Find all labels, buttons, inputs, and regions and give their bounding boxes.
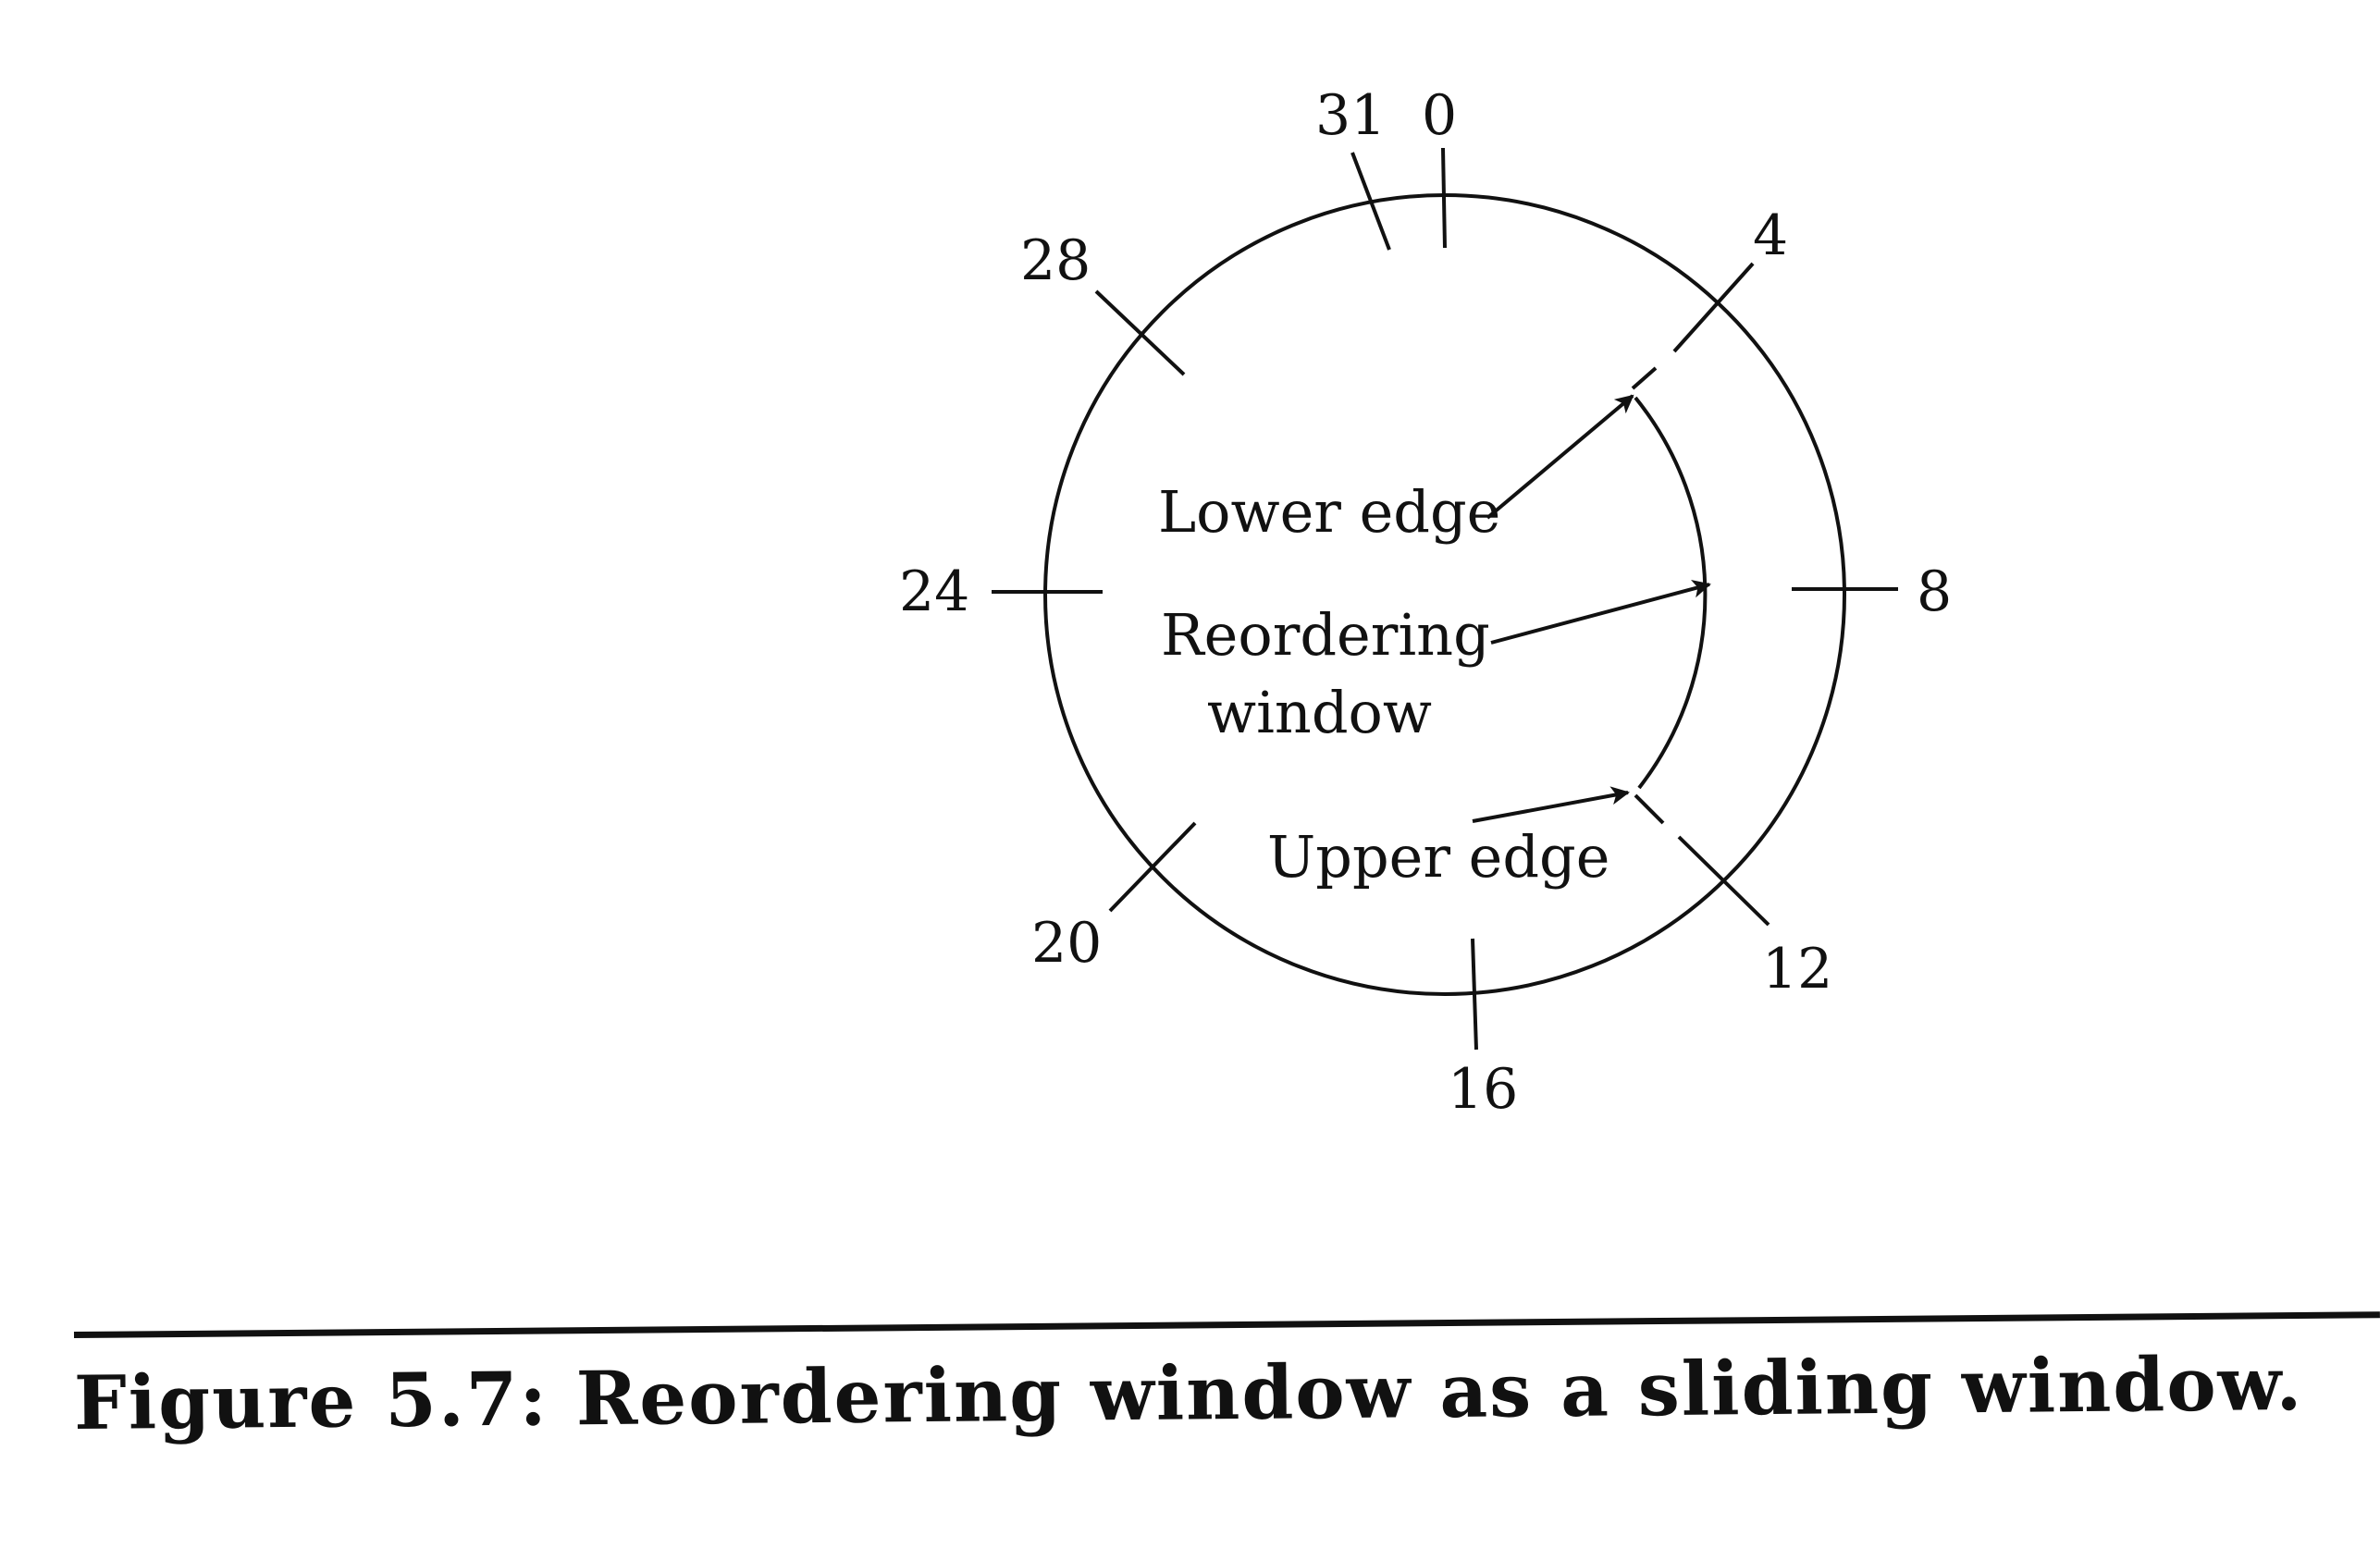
tick-4: [1672, 262, 1755, 353]
tick-31: [1350, 152, 1391, 251]
lower-edge-arrow: [1486, 394, 1634, 520]
tick-label-28: 28: [1020, 228, 1091, 293]
tick-label-31: 31: [1315, 83, 1386, 148]
tick-0: [1441, 147, 1447, 249]
tick-4-inner: [1631, 366, 1658, 390]
tick-28: [1094, 289, 1186, 376]
tick-12-inner: [1634, 793, 1665, 825]
reordering-window-label-line1: Reordering: [1161, 601, 1490, 669]
tick-label-0: 0: [1422, 83, 1457, 148]
tick-label-20: 20: [1031, 911, 1102, 976]
tick-label-24: 24: [899, 559, 969, 624]
tick-16: [1471, 938, 1478, 1051]
reordering-window-arc: [1634, 396, 1708, 790]
tick-label-4: 4: [1753, 203, 1788, 268]
tick-label-12: 12: [1762, 937, 1832, 1002]
upper-edge-label: Upper edge: [1267, 823, 1609, 891]
tick-20: [1108, 821, 1197, 913]
reordering-window-label-line2: window: [1207, 679, 1432, 746]
reordering-window-arrow: [1490, 579, 1711, 645]
tick-12: [1677, 835, 1770, 927]
tick-label-8: 8: [1917, 559, 1952, 624]
lower-edge-label: Lower edge: [1158, 478, 1500, 546]
upper-edge-arrow: [1472, 786, 1630, 823]
tick-label-16: 16: [1448, 1057, 1518, 1122]
